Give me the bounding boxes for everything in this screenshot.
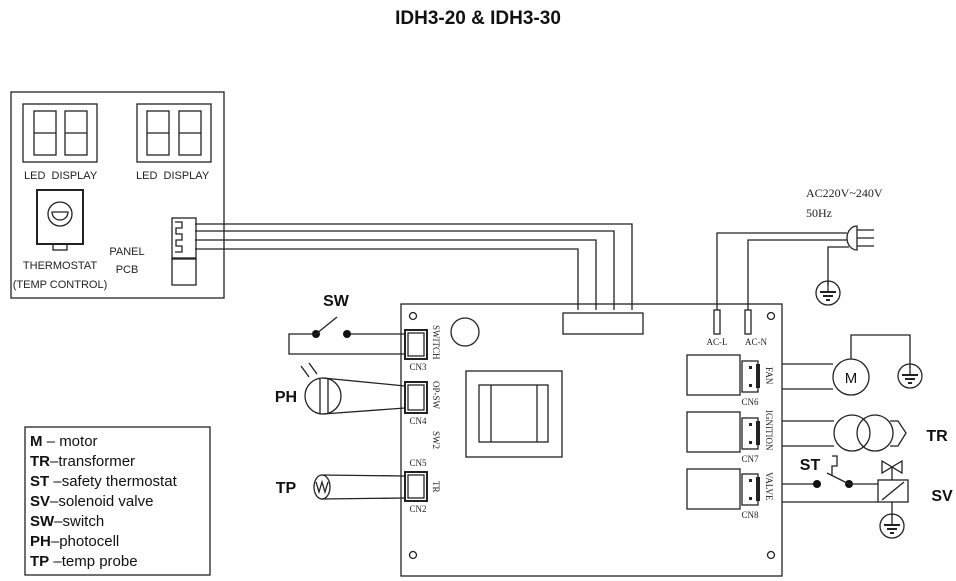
legend-item: M – motor — [30, 433, 98, 450]
cn3-label: CN3 — [409, 362, 427, 372]
panel-label: PANEL — [109, 246, 144, 258]
legend-separator: – — [49, 553, 62, 570]
led-display-2-label: LED DISPLAY — [136, 170, 210, 182]
legend-code: ST — [30, 473, 49, 490]
safety-thermostat-icon — [782, 455, 878, 503]
thermostat-knob-icon — [36, 189, 84, 251]
cn7-label: CN7 — [741, 454, 759, 464]
solenoid-valve-icon — [877, 459, 909, 516]
ac-n-label: AC-N — [745, 337, 767, 347]
legend-item: SW–switch — [30, 513, 104, 530]
legend-description: solenoid valve — [58, 493, 153, 510]
panel-pcb: LED DISPLAY LED DISPLAY THERMOSTAT (TEMP… — [10, 91, 225, 299]
switch-icon — [288, 316, 405, 355]
led-display-2 — [136, 103, 212, 163]
connector-cn4 — [404, 381, 428, 414]
fan-port-label: FAN — [764, 367, 774, 385]
tr-port-label: TR — [431, 481, 441, 493]
legend-item: ST –safety thermostat — [30, 473, 178, 490]
legend-code: PH — [30, 533, 51, 550]
legend-code: TP — [30, 553, 49, 570]
legend-code: SV — [30, 493, 50, 510]
cn4-label: CN4 — [409, 416, 427, 426]
switch-port-label: SWITCH — [431, 325, 441, 360]
sw2-label: SW2 — [431, 431, 441, 449]
pcb-label: PCB — [116, 264, 139, 276]
buzzer-icon — [450, 317, 480, 347]
legend-description: motor — [59, 433, 97, 450]
legend-description: switch — [63, 513, 105, 530]
legend-separator: – — [54, 513, 63, 530]
cn2-label: CN2 — [409, 504, 426, 514]
ph-label: PH — [275, 389, 297, 406]
cn6-label: CN6 — [741, 397, 759, 407]
voltage-label: AC220V~240V — [806, 186, 883, 200]
valve-port-label: VALVE — [764, 472, 774, 501]
cn5-label: CN5 — [409, 458, 427, 468]
ground-icon — [815, 280, 841, 306]
connector-cn3 — [404, 329, 428, 360]
st-label: ST — [800, 457, 821, 474]
legend-item: TR–transformer — [30, 453, 135, 470]
relay-valve — [686, 468, 760, 510]
ac-n-terminal — [744, 309, 752, 335]
sw-label: SW — [323, 293, 350, 310]
legend-separator: – — [50, 453, 59, 470]
power-plug-icon — [846, 225, 874, 251]
ground-icon — [897, 363, 923, 389]
connector-cn2 — [404, 471, 428, 502]
legend-description: photocell — [59, 533, 119, 550]
ribbon-cable — [195, 223, 633, 310]
motor-icon — [832, 358, 870, 396]
pcb-transformer-icon — [465, 370, 563, 458]
panel-pcb-outline — [10, 91, 225, 299]
legend-separator: – — [50, 493, 59, 510]
panel-connector — [171, 217, 197, 286]
temp-probe-icon — [313, 474, 406, 500]
led-display-1-label: LED DISPLAY — [24, 170, 98, 182]
ground-icon — [879, 513, 905, 539]
motor-wiring — [782, 334, 911, 390]
transformer-icon — [782, 414, 907, 452]
legend-separator: – — [49, 473, 62, 490]
legend-separator: – — [51, 533, 60, 550]
ac-l-label: AC-L — [707, 337, 728, 347]
ignition-port-label: IGNITION — [764, 410, 774, 451]
led-display-1 — [22, 103, 98, 163]
thermostat-label: THERMOSTAT — [23, 260, 97, 272]
photocell-icon — [300, 362, 406, 415]
op-sw-port-label: OP-SW — [431, 381, 441, 410]
power-wires — [716, 232, 849, 310]
legend-description: safety thermostat — [62, 473, 178, 490]
relay-ignition — [686, 411, 760, 453]
legend-code: SW — [30, 513, 55, 530]
ribbon-header — [562, 312, 644, 335]
ac-l-terminal — [713, 309, 721, 335]
relay-fan — [686, 354, 760, 396]
legend-description: temp probe — [62, 553, 138, 570]
legend-item: TP –temp probe — [30, 553, 138, 570]
tr-label: TR — [926, 428, 948, 445]
tp-label: TP — [276, 480, 297, 497]
frequency-label: 50Hz — [806, 206, 832, 220]
thermostat-sublabel: (TEMP CONTROL) — [13, 279, 108, 291]
legend-item: PH–photocell — [30, 533, 119, 550]
motor-symbol: M — [845, 370, 858, 387]
legend-item: SV–solenoid valve — [30, 493, 153, 510]
main-control-board: CN3 SWITCH CN4 OP-SW SW2 CN5 CN2 TR AC-L… — [400, 303, 783, 577]
cn8-label: CN8 — [741, 510, 759, 520]
diagram-title: IDH3-20 & IDH3-30 — [395, 8, 561, 29]
legend-code: M — [30, 433, 43, 450]
sv-label: SV — [931, 488, 953, 505]
legend-description: transformer — [58, 453, 135, 470]
legend-separator: – — [43, 433, 60, 450]
legend-code: TR — [30, 453, 50, 470]
